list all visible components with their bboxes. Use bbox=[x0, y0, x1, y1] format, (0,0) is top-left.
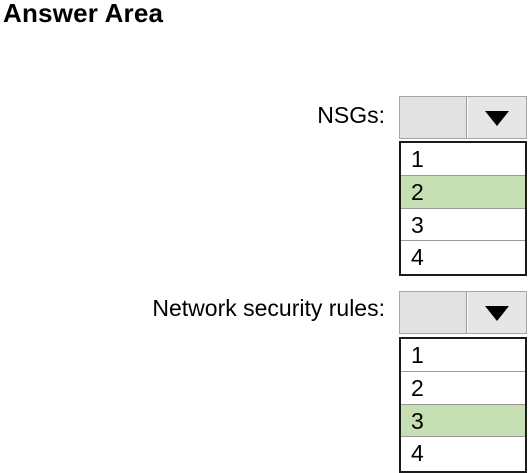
nsgs-dropdown-toggle[interactable] bbox=[467, 97, 526, 138]
nsgs-option-2[interactable]: 2 bbox=[401, 175, 525, 209]
network-security-rules-option-2[interactable]: 2 bbox=[401, 372, 525, 405]
chevron-down-icon bbox=[485, 110, 509, 126]
nsgs-option-3[interactable]: 3 bbox=[401, 209, 525, 242]
nsgs-dropdown[interactable] bbox=[399, 96, 527, 139]
network-security-rules-label: Network security rules: bbox=[152, 295, 385, 321]
page-title: Answer Area bbox=[3, 0, 164, 28]
nsgs-option-4[interactable]: 4 bbox=[411, 244, 424, 271]
network-security-rules-dropdown[interactable] bbox=[399, 291, 527, 334]
nsgs-options-list: 1 2 3 4 bbox=[399, 141, 527, 276]
network-security-rules-options-list: 1 2 3 4 bbox=[399, 337, 527, 473]
chevron-down-icon bbox=[485, 305, 509, 321]
network-security-rules-option-4[interactable]: 4 bbox=[411, 440, 424, 467]
network-security-rules-dropdown-toggle[interactable] bbox=[467, 292, 526, 333]
nsgs-option-1[interactable]: 1 bbox=[401, 143, 525, 176]
network-security-rules-option-1[interactable]: 1 bbox=[401, 339, 525, 372]
network-security-rules-option-3[interactable]: 3 bbox=[401, 404, 525, 438]
nsgs-label: NSGs: bbox=[317, 102, 385, 128]
nsgs-dropdown-value[interactable] bbox=[400, 97, 467, 138]
network-security-rules-dropdown-value[interactable] bbox=[400, 292, 467, 333]
